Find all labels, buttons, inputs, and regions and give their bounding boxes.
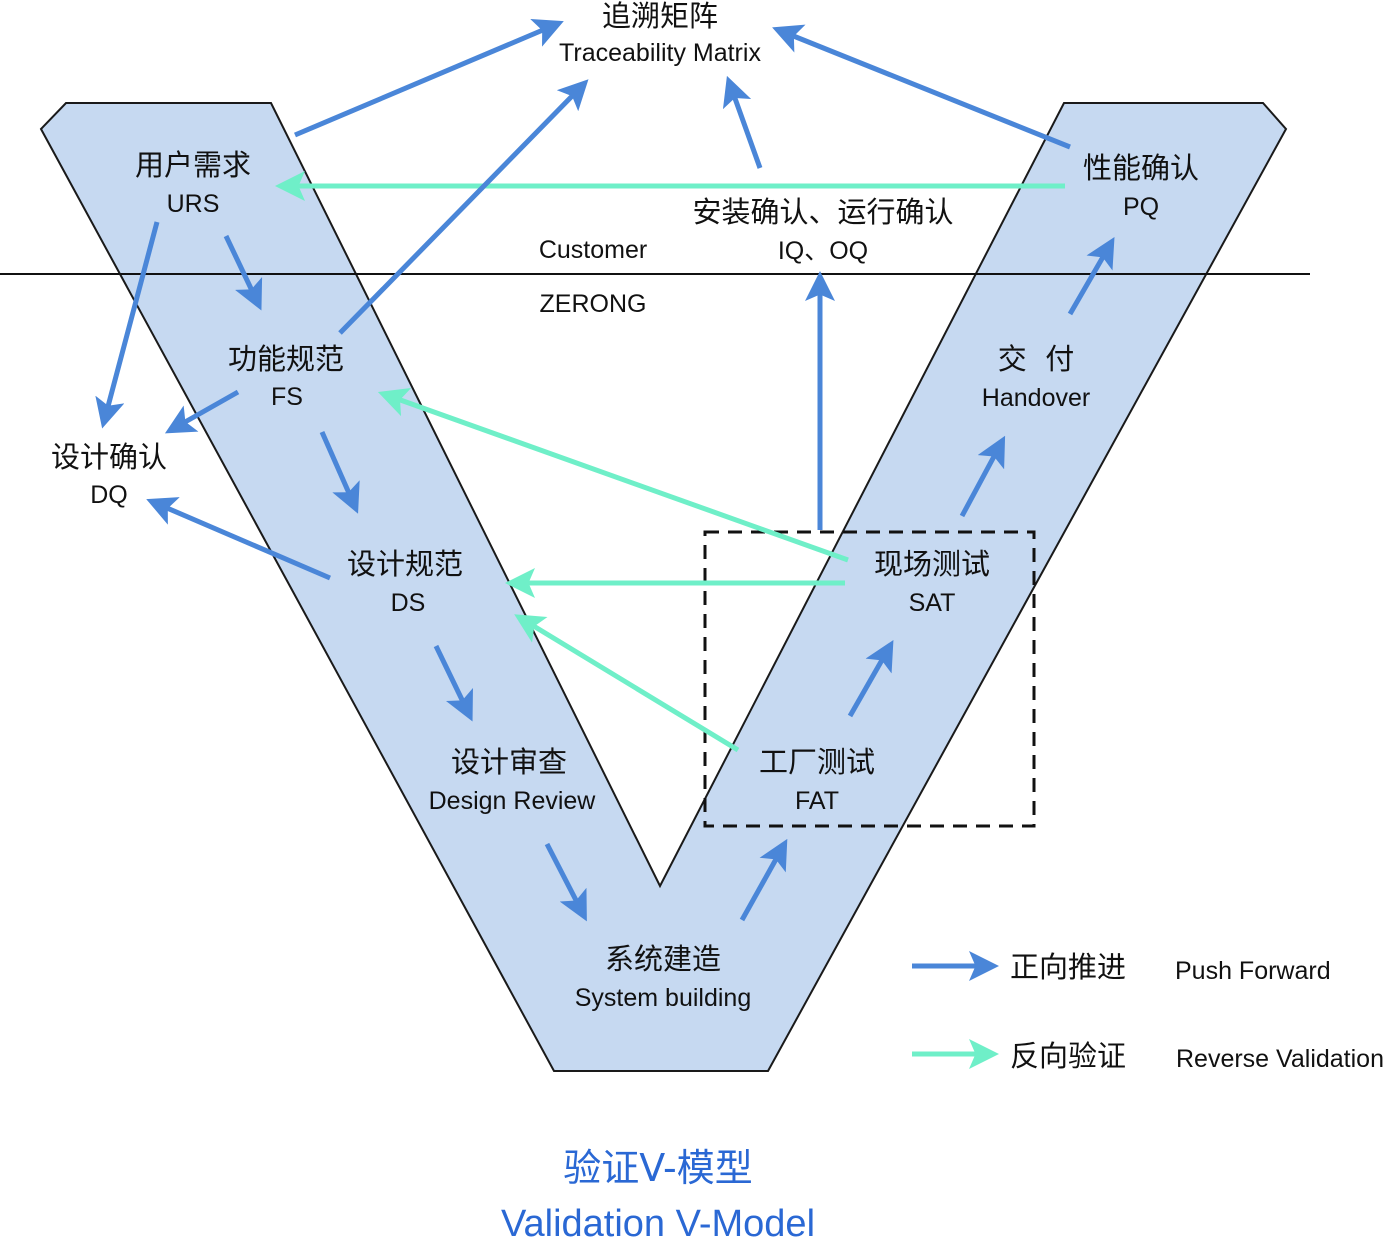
arrow-ds-to-dq: [146, 497, 331, 581]
boundary-labels: Customer ZERONG: [539, 236, 647, 318]
fs-en: FS: [271, 383, 303, 411]
iqoq-en: IQ、OQ: [778, 237, 868, 265]
node-design-review: 设计审查 Design Review: [429, 745, 597, 815]
arrow-sat-to-fs: [377, 387, 849, 563]
legend-reverse-validation: 反向验证 Reverse Validation: [912, 1039, 1384, 1073]
traceability-en: Traceability Matrix: [559, 39, 761, 67]
node-ds: 设计规范 DS: [347, 547, 463, 617]
title-en: Validation V-Model: [501, 1203, 815, 1238]
node-handover: 交 付 Handover: [982, 342, 1090, 412]
node-system-building: 系统建造 System building: [575, 942, 751, 1012]
pq-zh: 性能确认: [1083, 151, 1199, 185]
arrow-urs-to-dq: [95, 221, 160, 429]
fs-zh: 功能规范: [228, 342, 344, 376]
arrow-sat-to-handover: [959, 435, 1006, 518]
handover-zh: 交 付: [998, 342, 1074, 376]
node-fat: 工厂测试 FAT: [759, 745, 875, 815]
urs-en: URS: [167, 190, 220, 218]
arrow-ds-to-review: [433, 644, 473, 722]
arrow-building-to-fat: [739, 838, 788, 922]
legend-push-forward: 正向推进 Push Forward: [912, 950, 1331, 985]
node-iq-oq: 安装确认、运行确认 IQ、OQ: [692, 195, 953, 265]
pq-en: PQ: [1123, 193, 1159, 221]
node-sat: 现场测试 SAT: [874, 547, 990, 617]
urs-zh: 用户需求: [135, 148, 251, 182]
sat-zh: 现场测试: [874, 547, 990, 581]
node-pq: 性能确认 PQ: [1083, 151, 1199, 221]
v-shape: [39, 102, 1288, 1072]
arrow-review-to-building: [544, 842, 587, 922]
node-traceability-matrix: 追溯矩阵 Traceability Matrix: [559, 0, 761, 67]
push-forward-arrows: [95, 19, 1115, 922]
ds-en: DS: [391, 589, 426, 617]
fat-zh: 工厂测试: [759, 745, 875, 779]
iqoq-zh: 安装确认、运行确认: [692, 195, 953, 229]
arrow-iqoq-to-matrix: [722, 75, 763, 169]
legend: 正向推进 Push Forward 反向验证 Reverse Validatio…: [912, 950, 1384, 1073]
dq-en: DQ: [90, 481, 128, 509]
reverse-validation-arrows: [275, 171, 1065, 753]
legend-push-forward-en: Push Forward: [1175, 957, 1331, 985]
traceability-zh: 追溯矩阵: [602, 0, 718, 33]
design-review-zh: 设计审查: [451, 745, 567, 779]
zerong-label: ZERONG: [540, 290, 647, 318]
dq-zh: 设计确认: [51, 440, 167, 474]
design-review-en: Design Review: [429, 787, 597, 815]
arrow-fs-to-matrix: [338, 79, 589, 335]
arrow-urs-to-fs: [223, 234, 263, 311]
arrow-fs-to-ds: [319, 430, 360, 514]
diagram-title: 验证V-模型 Validation V-Model: [501, 1146, 815, 1238]
legend-reverse-validation-en: Reverse Validation: [1176, 1045, 1384, 1073]
system-building-zh: 系统建造: [605, 942, 721, 976]
arrow-pq-to-matrix: [772, 24, 1071, 150]
arrow-handover-to-pq: [1067, 237, 1115, 316]
fat-sat-dashed-box: [703, 530, 1036, 828]
legend-reverse-validation-zh: 反向验证: [1010, 1039, 1126, 1073]
arrow-fat-to-ds: [514, 614, 740, 753]
title-zh: 验证V-模型: [563, 1146, 752, 1190]
fat-en: FAT: [795, 787, 839, 815]
arrow-urs-to-matrix: [294, 19, 564, 138]
legend-push-forward-zh: 正向推进: [1010, 950, 1126, 984]
arrow-fat-to-sat: [847, 639, 894, 718]
node-dq: 设计确认 DQ: [51, 440, 167, 509]
sat-en: SAT: [909, 589, 956, 617]
customer-label: Customer: [539, 236, 647, 264]
handover-en: Handover: [982, 384, 1090, 412]
system-building-en: System building: [575, 984, 751, 1012]
node-fs: 功能规范 FS: [228, 342, 344, 411]
node-urs: 用户需求 URS: [135, 148, 251, 218]
arrow-fs-to-dq: [164, 389, 240, 434]
ds-zh: 设计规范: [347, 547, 463, 581]
